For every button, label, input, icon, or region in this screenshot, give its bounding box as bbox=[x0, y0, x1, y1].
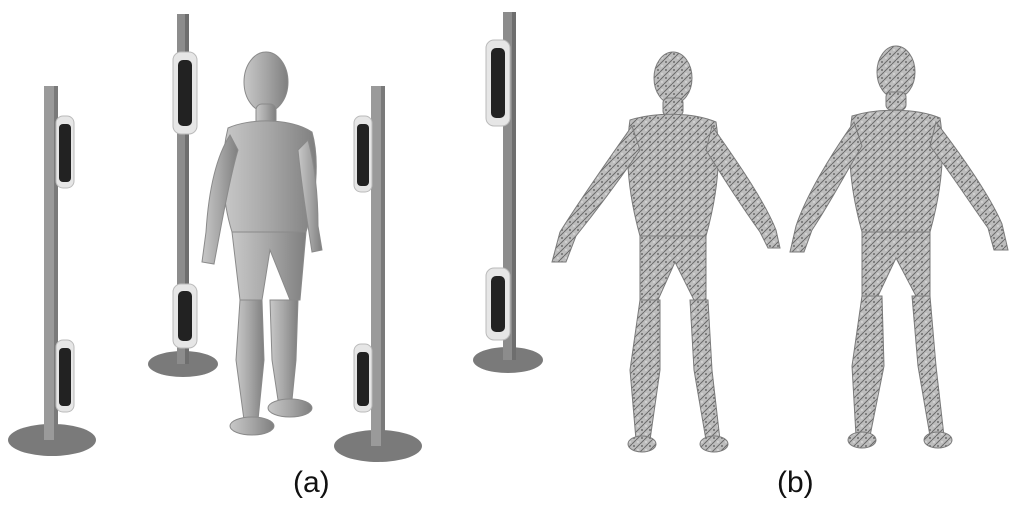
depth-sensor-icon bbox=[56, 340, 74, 412]
depth-sensor-icon bbox=[173, 52, 197, 134]
textured-body-model-front bbox=[552, 52, 780, 452]
depth-sensor-icon bbox=[56, 116, 74, 188]
depth-sensor-icon bbox=[486, 268, 510, 340]
depth-sensor-icon bbox=[486, 40, 510, 126]
scanner-pole-back bbox=[148, 14, 218, 377]
scanner-pole-right bbox=[334, 86, 422, 462]
depth-sensor-icon bbox=[354, 344, 372, 412]
textured-body-model-back bbox=[790, 46, 1008, 448]
panel-b-caption: (b) bbox=[777, 468, 814, 498]
depth-sensor-icon bbox=[173, 284, 197, 348]
depth-sensor-icon bbox=[354, 116, 372, 192]
scanner-pole-left bbox=[8, 86, 96, 456]
panel-b-textured-models bbox=[473, 12, 1008, 452]
human-body-model bbox=[202, 52, 322, 435]
panel-a-caption: (a) bbox=[293, 468, 330, 498]
scanner-pole-b bbox=[473, 12, 543, 373]
panel-a-scanner-setup bbox=[8, 14, 422, 462]
